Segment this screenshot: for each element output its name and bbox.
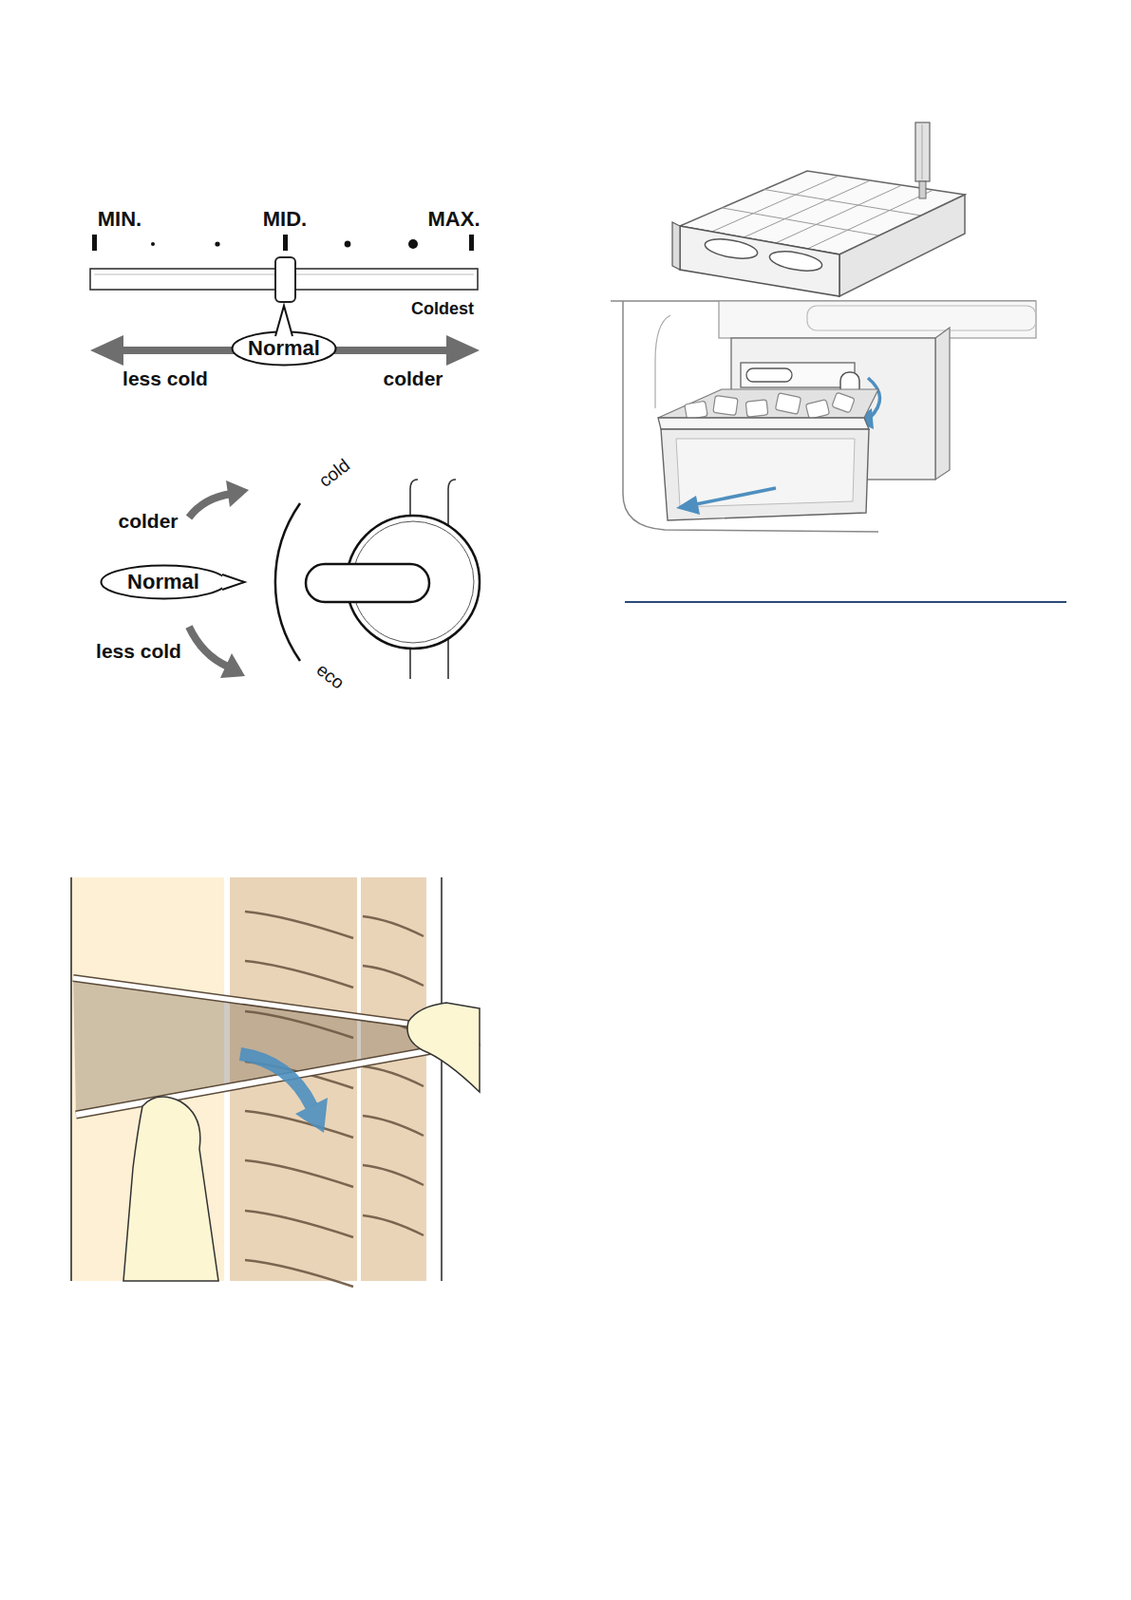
slider-control	[90, 234, 480, 366]
slider-control-part	[150, 242, 155, 246]
ice-tray-illustration-part	[703, 235, 759, 262]
freezer-interior-illustration-part	[622, 301, 879, 532]
ice-tray-illustration-part	[768, 247, 824, 274]
slider-control-part	[275, 257, 296, 302]
slider-control-part	[469, 234, 474, 251]
ice-tray-illustration-part	[915, 122, 930, 182]
shelf-illustration-part-part	[245, 1160, 354, 1188]
setting-bubble: Normal	[230, 330, 338, 367]
bubble-ellipse	[232, 332, 337, 366]
freezer-interior-illustration-part	[740, 362, 855, 388]
dial-control-part	[188, 493, 232, 518]
shelf-illustration-part-part	[362, 1115, 424, 1136]
freezer-interior-illustration-part-part	[684, 400, 708, 420]
freezer-interior-illustration-part	[655, 315, 671, 409]
shelf-illustration	[71, 877, 480, 1287]
freezer-interior-illustration-part	[658, 417, 869, 430]
ice-tray-illustration-part-part	[721, 207, 880, 236]
shelf-illustration-part	[70, 877, 73, 1282]
dial-control	[188, 479, 480, 679]
ice-tray-illustration-part	[679, 226, 840, 297]
dial-control-part	[188, 626, 228, 667]
control-label: cold	[315, 455, 353, 491]
dial-control-part	[275, 503, 301, 661]
freezer-interior-illustration-part	[684, 392, 855, 420]
slider-control-part	[282, 234, 288, 251]
shelf-illustration-part-part	[245, 961, 354, 988]
ice-tray-illustration-part	[919, 181, 926, 199]
freezer-interior-illustration-part-part	[831, 392, 855, 414]
freezer-interior-illustration	[610, 301, 1067, 603]
freezer-interior-illustration-part	[660, 429, 869, 521]
freezer-interior-illustration-part-part	[805, 399, 830, 420]
bubble-text: Normal	[247, 337, 321, 360]
control-label: less cold	[122, 368, 208, 389]
control-label: eco	[313, 659, 348, 693]
ice-tray-illustration-part	[839, 194, 965, 297]
slider-control-part	[92, 234, 97, 251]
freezer-interior-illustration-part	[691, 488, 776, 506]
dial-control-part	[305, 564, 430, 603]
control-label: Coldest	[411, 300, 474, 318]
shelf-illustration-part	[73, 978, 480, 1115]
slider-control-part	[408, 239, 418, 249]
freezer-interior-illustration-part-part	[745, 399, 769, 417]
control-label: less cold	[95, 640, 182, 661]
slider-control-part	[90, 335, 124, 366]
ice-tray-illustration-part	[922, 124, 924, 180]
control-label: MIN.	[97, 208, 142, 230]
bubble-pointer	[222, 574, 246, 590]
shelf-illustration-part-part	[245, 1210, 354, 1238]
ice-tray-illustration-part	[672, 222, 680, 270]
shelf-illustration-part-part	[362, 1215, 424, 1236]
freezer-interior-illustration-part	[718, 301, 1037, 339]
shelf-illustration-part-part	[245, 911, 354, 939]
setting-bubble: Normal	[99, 564, 228, 601]
freezer-interior-illustration-part	[807, 305, 1037, 331]
shelf-illustration-part	[407, 1002, 480, 1093]
shelf-illustration-part	[123, 1096, 219, 1282]
ice-tray-illustration-part-part	[764, 189, 923, 217]
shelf-illustration-part-part	[75, 1041, 480, 1115]
shelf-illustration-part-part	[245, 1260, 354, 1287]
control-label: colder	[117, 510, 178, 531]
shelf-illustration-part	[360, 877, 427, 1282]
shelf-illustration-part-part	[362, 1165, 424, 1186]
bubble-text: Normal	[127, 570, 200, 594]
dial-control-part	[226, 480, 249, 508]
slider-control-part	[344, 241, 352, 248]
bubble-ellipse	[100, 565, 227, 600]
bubble-pointer	[275, 305, 293, 337]
freezer-interior-illustration-part	[676, 438, 855, 508]
shelf-illustration-part	[440, 877, 443, 1282]
freezer-interior-illustration-part	[935, 327, 950, 480]
freezer-interior-illustration-part	[746, 368, 792, 382]
ice-tray-illustration	[672, 122, 965, 297]
slider-control-part	[446, 335, 480, 366]
control-label: MID.	[263, 208, 307, 230]
freezer-interior-illustration-part-part	[713, 395, 738, 415]
shelf-illustration-part-part	[362, 916, 424, 937]
dial-control-part	[220, 653, 246, 679]
shelf-illustration-part-part	[362, 965, 424, 986]
freezer-interior-illustration-part	[624, 601, 1067, 604]
shelf-illustration-part-part	[362, 1066, 424, 1087]
shelf-illustration-part	[245, 911, 424, 1287]
shelf-illustration-part-part	[75, 1041, 480, 1115]
freezer-interior-illustration-part-part	[774, 393, 801, 415]
shelf-illustration-part	[295, 1097, 328, 1133]
shelf-illustration-part	[240, 1054, 312, 1107]
slider-control-part	[214, 241, 220, 246]
freezer-interior-illustration-part	[676, 495, 700, 515]
shelf-illustration-part	[73, 978, 480, 1115]
control-label: colder	[382, 368, 443, 389]
control-label: MAX.	[428, 208, 481, 230]
